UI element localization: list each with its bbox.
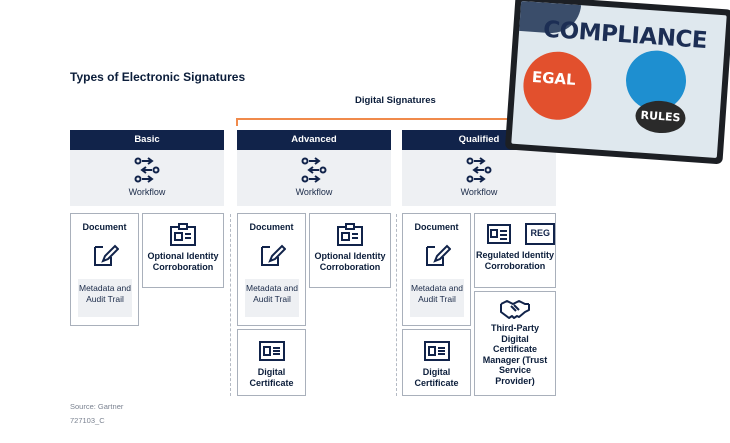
- diagram-title: Types of Electronic Signatures: [70, 70, 246, 84]
- digital-certificate-label: Digital Certificate: [414, 367, 459, 388]
- column-header-basic: Basic: [70, 130, 224, 150]
- id-card-icon: [337, 223, 363, 246]
- handshake-icon: [500, 300, 530, 319]
- workflow-box-basic: Workflow: [70, 150, 224, 206]
- digital-certificate-card-advanced: Digital Certificate: [237, 329, 306, 396]
- regulated-identity-label: Regulated Identity Corroboration: [475, 250, 554, 271]
- photo-rules-text: RULES: [634, 99, 687, 135]
- workflow-box-advanced: Workflow: [237, 150, 391, 206]
- digital-certificate-label: Digital Certificate: [249, 367, 294, 388]
- metadata-audit-trail-basic: Metadata and Audit Trail: [78, 279, 132, 317]
- workflow-label: Workflow: [295, 187, 333, 197]
- third-party-card: Third-Party Digital Certificate Manager …: [474, 291, 556, 396]
- workflow-box-qualified: Workflow: [402, 150, 556, 206]
- document-title: Document: [414, 222, 459, 232]
- source-note: Source: Gartner: [70, 402, 124, 411]
- workflow-icon: [134, 157, 160, 183]
- reg-icon-group: REG: [475, 223, 555, 245]
- figure-code: 727103_C: [70, 416, 105, 425]
- document-sign-icon: [425, 244, 451, 266]
- optional-identity-label: Optional Identity Corroboration: [147, 251, 219, 272]
- optional-identity-label: Optional Identity Corroboration: [314, 251, 386, 272]
- document-title: Document: [249, 222, 294, 232]
- document-title: Document: [82, 222, 127, 232]
- certificate-icon: [258, 341, 285, 361]
- digital-signatures-bracket: [237, 118, 555, 120]
- document-sign-icon: [93, 244, 119, 266]
- photo-compliance-text: COMPLIANCE: [542, 16, 708, 55]
- reg-badge: REG: [525, 223, 555, 245]
- regulated-identity-card: REG Regulated Identity Corroboration: [474, 213, 556, 288]
- workflow-icon: [301, 157, 327, 183]
- column-divider: [230, 214, 231, 396]
- document-sign-icon: [260, 244, 286, 266]
- bracket-tick-left: [236, 118, 238, 126]
- digital-signatures-label: Digital Signatures: [355, 95, 436, 106]
- photo-legal-text: EGAL: [531, 67, 577, 89]
- workflow-icon: [466, 157, 492, 183]
- optional-identity-card-basic: Optional Identity Corroboration: [142, 213, 224, 288]
- compliance-photo: COMPLIANCE EGAL RULES: [504, 0, 730, 165]
- column-divider: [396, 214, 397, 396]
- digital-certificate-card-qualified: Digital Certificate: [402, 329, 471, 396]
- workflow-label: Workflow: [128, 187, 166, 197]
- id-card-icon: [170, 223, 196, 246]
- optional-identity-card-advanced: Optional Identity Corroboration: [309, 213, 391, 288]
- compliance-photo-content: COMPLIANCE EGAL RULES: [511, 0, 727, 159]
- third-party-label: Third-Party Digital Certificate Manager …: [482, 323, 548, 386]
- certificate-icon: [423, 341, 450, 361]
- id-card-icon: [486, 224, 511, 244]
- column-header-advanced: Advanced: [237, 130, 391, 150]
- metadata-audit-trail-qualified: Metadata and Audit Trail: [410, 279, 464, 317]
- metadata-audit-trail-advanced: Metadata and Audit Trail: [245, 279, 299, 317]
- workflow-label: Workflow: [460, 187, 498, 197]
